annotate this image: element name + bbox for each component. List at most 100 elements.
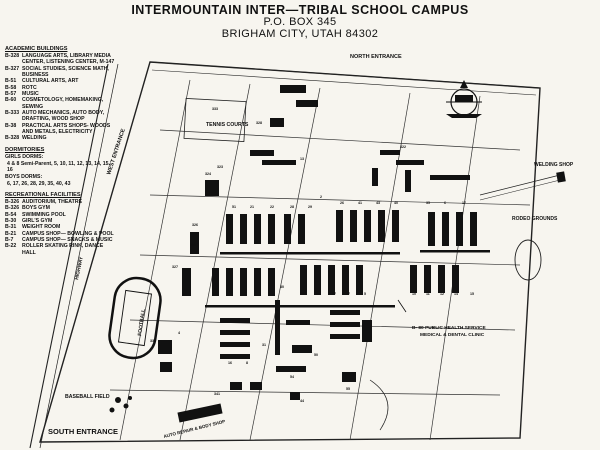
academic-list: B-328 LANGUAGE ARTS, LIBRARY MEDIA CENTER… xyxy=(5,53,117,142)
building-number-label: 331 xyxy=(190,243,196,247)
building-number-label: 22 xyxy=(270,205,274,209)
medical-clinic-label: MEDICAL & DENTAL CLINIC xyxy=(420,332,485,338)
building-number-label: 15 xyxy=(470,292,474,296)
north-road xyxy=(149,61,541,89)
academic-item: B-51 CULTURAL ARTS, ART xyxy=(5,78,117,84)
building-number-label: 16 xyxy=(228,361,232,365)
building-number-label: 11 xyxy=(426,292,430,296)
building-number-label: 8 xyxy=(246,361,248,365)
tennis-courts-label: TENNIS COURTS xyxy=(206,122,249,128)
welding-road xyxy=(479,174,561,196)
city-line: BRIGHAM CITY, UTAH 84302 xyxy=(221,27,379,40)
building-number-label: 4 xyxy=(178,331,180,335)
building-number-label: 58 xyxy=(316,292,320,296)
boys-dorms-value: 6, 17, 26, 28, 29, 35, 40, 43 xyxy=(7,180,71,187)
north-road-inner xyxy=(151,69,537,96)
recreational-code: B-326 xyxy=(5,205,20,212)
recreational-code: B-54 xyxy=(5,211,17,218)
building-number-label: 35 xyxy=(426,201,430,205)
recreational-item: B-54 SWIMMING POOL xyxy=(5,212,117,218)
building-number-label: 26 xyxy=(340,201,344,205)
building-number-label: 21 xyxy=(250,205,254,209)
building-number-label: 44 xyxy=(300,399,304,403)
welding-road-edge xyxy=(479,179,561,201)
building-number-label: 2 xyxy=(320,195,322,199)
recreational-code: B-7 xyxy=(5,237,14,244)
building-number-label: 12 xyxy=(440,292,444,296)
building-number-label: 51 xyxy=(232,205,236,209)
building-number-label: 334 xyxy=(150,339,156,343)
building-number-label: 55 xyxy=(346,387,350,391)
academic-desc: WELDING xyxy=(22,135,47,142)
south-entrance-label: SOUTH ENTRANCE xyxy=(48,427,118,436)
football-track xyxy=(108,276,162,360)
recreational-item: B-21 CAMPUS SHOP— BOWLING & POOL xyxy=(5,231,117,237)
academic-desc: PRACTICAL ARTS SHOPS- WOODS AND METALS, … xyxy=(22,122,111,135)
recreational-desc: AUDITORIUM, THEATRE xyxy=(22,198,83,205)
building-number-label: 54 xyxy=(290,375,294,379)
building-number-label: 60 xyxy=(300,292,304,296)
public-health-label: B- 80 PUBLIC HEALTH SERVICE xyxy=(412,325,486,331)
building-number-label: 13 xyxy=(300,157,304,161)
recreational-code: B-30 xyxy=(5,218,17,224)
recreational-code: B-21 xyxy=(5,230,17,237)
building-number-label: 327 xyxy=(172,265,178,269)
building-number-label: 10 xyxy=(412,292,416,296)
building-number-label: 28 xyxy=(290,205,294,209)
building-number-label: 326 xyxy=(192,223,198,227)
tennis-courts xyxy=(183,98,247,142)
building-number-label: 5 xyxy=(364,292,366,296)
academic-code: B-327 xyxy=(5,65,20,72)
welding-shop-building xyxy=(556,171,566,183)
academic-code: B-51 xyxy=(5,78,17,85)
recreational-desc: CAMPUS SHOP— BOWLING & POOL xyxy=(22,230,114,237)
baseball-field-label: BASEBALL FIELD xyxy=(65,394,110,400)
girls-dorms-label: GIRLS DORMS: xyxy=(5,154,44,161)
rodeo-grounds-label: RODEO GROUNDS xyxy=(512,216,558,222)
boys-dorms-label: BOYS DORMS: xyxy=(5,174,43,181)
building-number-label: 31 xyxy=(262,343,266,347)
building-number-label: 43 xyxy=(376,201,380,205)
recreational-desc: WEIGHT ROOM xyxy=(22,224,61,231)
academic-desc: LANGUAGE ARTS, LIBRARY MEDIA CENTER, LIS… xyxy=(22,52,115,66)
academic-desc: MUSIC xyxy=(22,90,39,97)
welding-shop-label: WELDING SHOP xyxy=(534,162,574,168)
baseball-trees xyxy=(109,396,132,413)
academic-code: B-57 xyxy=(5,90,17,97)
clinic-arrow xyxy=(397,299,407,313)
building-number-label: 14 xyxy=(454,292,458,296)
recreational-desc: SWIMMING POOL xyxy=(22,211,66,218)
building-number-label: 30 xyxy=(280,285,284,289)
football-label: FOOTBALL xyxy=(137,308,147,336)
recreational-desc: ROLLER SKATING RINK, DANCE HALL xyxy=(22,243,104,256)
recreational-desc: BOYS GYM xyxy=(22,205,50,212)
building-number-label: 40 xyxy=(394,201,398,205)
highway-road-edge xyxy=(39,63,119,449)
recreational-code: B-31 xyxy=(5,224,17,231)
building-number-label: 41 xyxy=(358,201,362,205)
recreational-item: B-22 ROLLER SKATING RINK, DANCE HALL xyxy=(5,243,117,256)
building-number-label: 7 xyxy=(348,292,350,296)
academic-code: B-60 xyxy=(5,97,17,104)
academic-desc: CULTURAL ARTS, ART xyxy=(22,78,79,85)
title-block: INTERMOUNTAIN INTER—TRIBAL SCHOOL CAMPUS… xyxy=(0,3,600,40)
building-number-label: 322 xyxy=(400,145,406,149)
highway-road xyxy=(29,63,109,449)
academic-code: B-58 xyxy=(5,84,17,91)
academic-code: B-328 xyxy=(5,135,20,142)
academic-code: B-333 xyxy=(5,109,20,116)
recreational-heading: RECREATIONAL FACILITIES xyxy=(5,192,81,199)
internal-roads xyxy=(109,79,531,441)
po-box: P.O. BOX 345 xyxy=(263,16,337,29)
recreational-code: B-22 xyxy=(5,243,17,250)
academic-desc: SOCIAL STUDIES, SCIENCE MATH, BUSINESS xyxy=(22,65,109,78)
